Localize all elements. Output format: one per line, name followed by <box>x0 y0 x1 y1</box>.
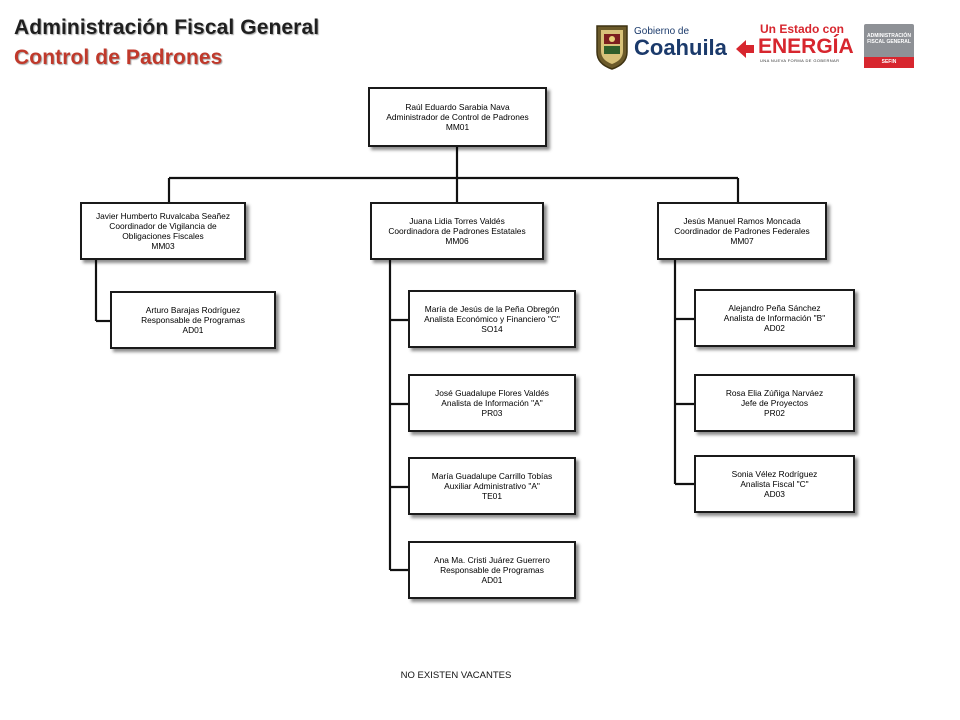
afg-badge-line1: ADMINISTRACIÓN <box>867 33 911 39</box>
node-name: Raúl Eduardo Sarabia Nava <box>405 102 510 112</box>
org-node-coordinator-3: Jesús Manuel Ramos Moncada Coordinador d… <box>657 202 827 260</box>
node-role: Auxiliar Administrativo "A" <box>444 481 540 491</box>
page-subtitle: Control de Padrones <box>14 46 223 69</box>
org-node-staff: Ana Ma. Cristi Juárez Guerrero Responsab… <box>408 541 576 599</box>
node-code: PR02 <box>764 408 785 418</box>
node-role: Coordinador de Vigilancia de <box>109 221 217 231</box>
energia-tag-text: UNA NUEVA FORMA DE GOBERNAR <box>760 58 840 63</box>
energia-big-text: ENERGÍA <box>758 35 854 58</box>
node-role: Responsable de Programas <box>141 315 245 325</box>
afg-badge-sefin: SEFIN <box>864 57 914 68</box>
node-name: Sonia Vélez Rodríguez <box>731 469 818 479</box>
node-code: MM01 <box>445 122 470 132</box>
node-code: MM06 <box>445 236 469 246</box>
node-name: María de Jesús de la Peña Obregón <box>424 304 560 314</box>
node-name: Alejandro Peña Sánchez <box>728 303 821 313</box>
node-code: PR03 <box>481 408 503 418</box>
org-node-staff: Sonia Vélez Rodríguez Analista Fiscal "C… <box>694 455 855 513</box>
energia-top-text: Un Estado con <box>760 22 845 36</box>
node-code: MM03 <box>151 241 175 251</box>
node-name: Rosa Elia Zúñiga Narváez <box>725 388 824 398</box>
node-role: Responsable de Programas <box>440 565 544 575</box>
node-code: AD01 <box>481 575 503 585</box>
node-role: Coordinador de Padrones Federales <box>674 226 810 236</box>
org-node-staff: Alejandro Peña Sánchez Analista de Infor… <box>694 289 855 347</box>
org-node-staff: José Guadalupe Flores Valdés Analista de… <box>408 374 576 432</box>
node-code: SO14 <box>481 324 503 334</box>
node-name: Arturo Barajas Rodríguez <box>145 305 241 315</box>
afg-badge-logo: ADMINISTRACIÓN FISCAL GENERAL SEFIN <box>864 24 914 68</box>
node-role: Analista Fiscal "C" <box>740 479 809 489</box>
node-role: Analista de Información "B" <box>723 313 826 323</box>
node-role: Coordinadora de Padrones Estatales <box>388 226 526 236</box>
coahuila-big-text: Coahuila <box>634 35 727 60</box>
node-code: AD01 <box>182 325 204 335</box>
node-code: MM07 <box>730 236 754 246</box>
org-node-staff: María Guadalupe Carrillo Tobías Auxiliar… <box>408 457 576 515</box>
node-role: Jefe de Proyectos <box>740 398 809 408</box>
afg-badge-line2: FISCAL GENERAL <box>867 39 911 45</box>
org-node-root: Raúl Eduardo Sarabia Nava Administrador … <box>368 87 547 147</box>
node-name: José Guadalupe Flores Valdés <box>435 388 549 398</box>
node-role: Analista Económico y Financiero "C" <box>424 314 560 324</box>
node-role: Analista de Información "A" <box>441 398 543 408</box>
page-title: Administración Fiscal General <box>14 16 320 39</box>
org-node-coordinator-2: Juana Lidia Torres Valdés Coordinadora d… <box>370 202 544 260</box>
node-name: María Guadalupe Carrillo Tobías <box>431 471 553 481</box>
node-name: Javier Humberto Ruvalcaba Seañez <box>95 211 231 221</box>
node-role: Administrador de Control de Padrones <box>386 112 529 122</box>
coahuila-small-text: Gobierno de <box>634 26 690 37</box>
coahuila-seal-logo <box>596 25 628 70</box>
node-name: Ana Ma. Cristi Juárez Guerrero <box>434 555 550 565</box>
node-name: Juana Lidia Torres Valdés <box>409 216 505 226</box>
org-node-coordinator-1: Javier Humberto Ruvalcaba Seañez Coordin… <box>80 202 246 260</box>
node-code: AD03 <box>764 489 785 499</box>
node-role-2: Obligaciones Fiscales <box>122 231 204 241</box>
node-name: Jesús Manuel Ramos Moncada <box>683 216 801 226</box>
org-node-staff: Arturo Barajas Rodríguez Responsable de … <box>110 291 276 349</box>
org-node-staff: Rosa Elia Zúñiga Narváez Jefe de Proyect… <box>694 374 855 432</box>
footer-note: NO EXISTEN VACANTES <box>400 670 512 681</box>
energia-arrow-icon <box>736 40 754 58</box>
node-code: AD02 <box>764 323 785 333</box>
org-node-staff: María de Jesús de la Peña Obregón Analis… <box>408 290 576 348</box>
node-code: TE01 <box>481 491 503 501</box>
